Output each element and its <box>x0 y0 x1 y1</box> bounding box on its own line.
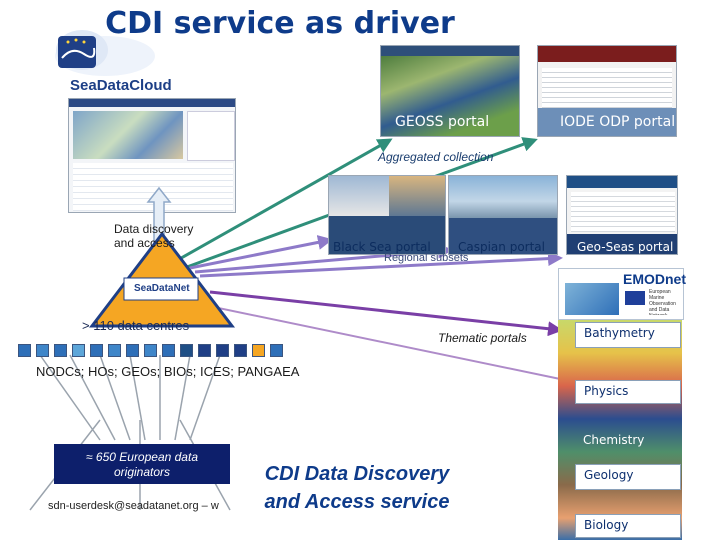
thematic-label: Thematic portals <box>438 331 527 345</box>
geoss-label: GEOSS portal <box>395 114 490 130</box>
emodnet-banner: EMODnet European Marine Observation and … <box>558 268 686 320</box>
seadatanet-pyramid <box>88 231 236 328</box>
thematic-map <box>558 320 682 540</box>
arrow-to-geoss <box>159 138 393 272</box>
page-title: CDI service as driver <box>105 6 455 41</box>
tile-biology[interactable]: Biology <box>575 514 681 538</box>
geoseas-portal-screenshot: Geo-Seas portal <box>566 175 678 255</box>
blacksea-portal-screenshot <box>328 175 446 255</box>
cdi-portal-screenshot <box>68 98 236 213</box>
seadatacloud-logo: SeaDataCloud <box>50 28 172 94</box>
caspian-portal-screenshot <box>448 175 558 255</box>
emodnet-logo: EMODnet <box>623 271 686 287</box>
email-link[interactable]: sdn-userdesk@seadatanet.org – w <box>48 500 219 512</box>
arrow-to-blacksea <box>189 234 333 270</box>
tile-chemistry[interactable]: Chemistry <box>583 433 645 447</box>
emodnet-sub: European Marine Observation and Data Net… <box>649 289 676 315</box>
iode-label: IODE ODP portal <box>560 114 676 130</box>
cloud-icon <box>55 30 155 76</box>
organisations-label: NODCs; HOs; GEOs; BIOs; ICES; PANGAEA <box>36 364 300 379</box>
tile-geology[interactable]: Geology <box>575 464 681 490</box>
data-centres-label: > 110 data centres <box>82 318 190 333</box>
originators-label: ≈ 650 European data originators <box>85 450 198 479</box>
tile-bathymetry[interactable]: Bathymetry <box>575 322 681 348</box>
regional-label: Regional subsets <box>384 252 469 264</box>
logo-text: SeaDataCloud <box>70 77 172 94</box>
tile-physics[interactable]: Physics <box>575 380 681 404</box>
geoss-portal-screenshot: GEOSS portal <box>380 45 520 137</box>
originators-box: ≈ 650 European data originators <box>54 444 230 484</box>
aggregated-label: Aggregated collection <box>378 150 494 164</box>
caspian-label: Caspian portal <box>458 240 545 254</box>
seadatanet-logo: SeaDataNet <box>134 283 190 294</box>
arrow-to-thematic <box>209 290 563 337</box>
arrow-to-geoseas <box>199 251 563 278</box>
service-name: CDI Data Discovery and Access service <box>264 463 450 513</box>
blacksea-label: Black Sea portal <box>333 240 431 254</box>
geoseas-label: Geo-Seas portal <box>577 240 674 254</box>
iode-portal-screenshot: IODE ODP portal <box>537 45 677 137</box>
data-discovery-label: Data discovery and access <box>114 222 194 250</box>
